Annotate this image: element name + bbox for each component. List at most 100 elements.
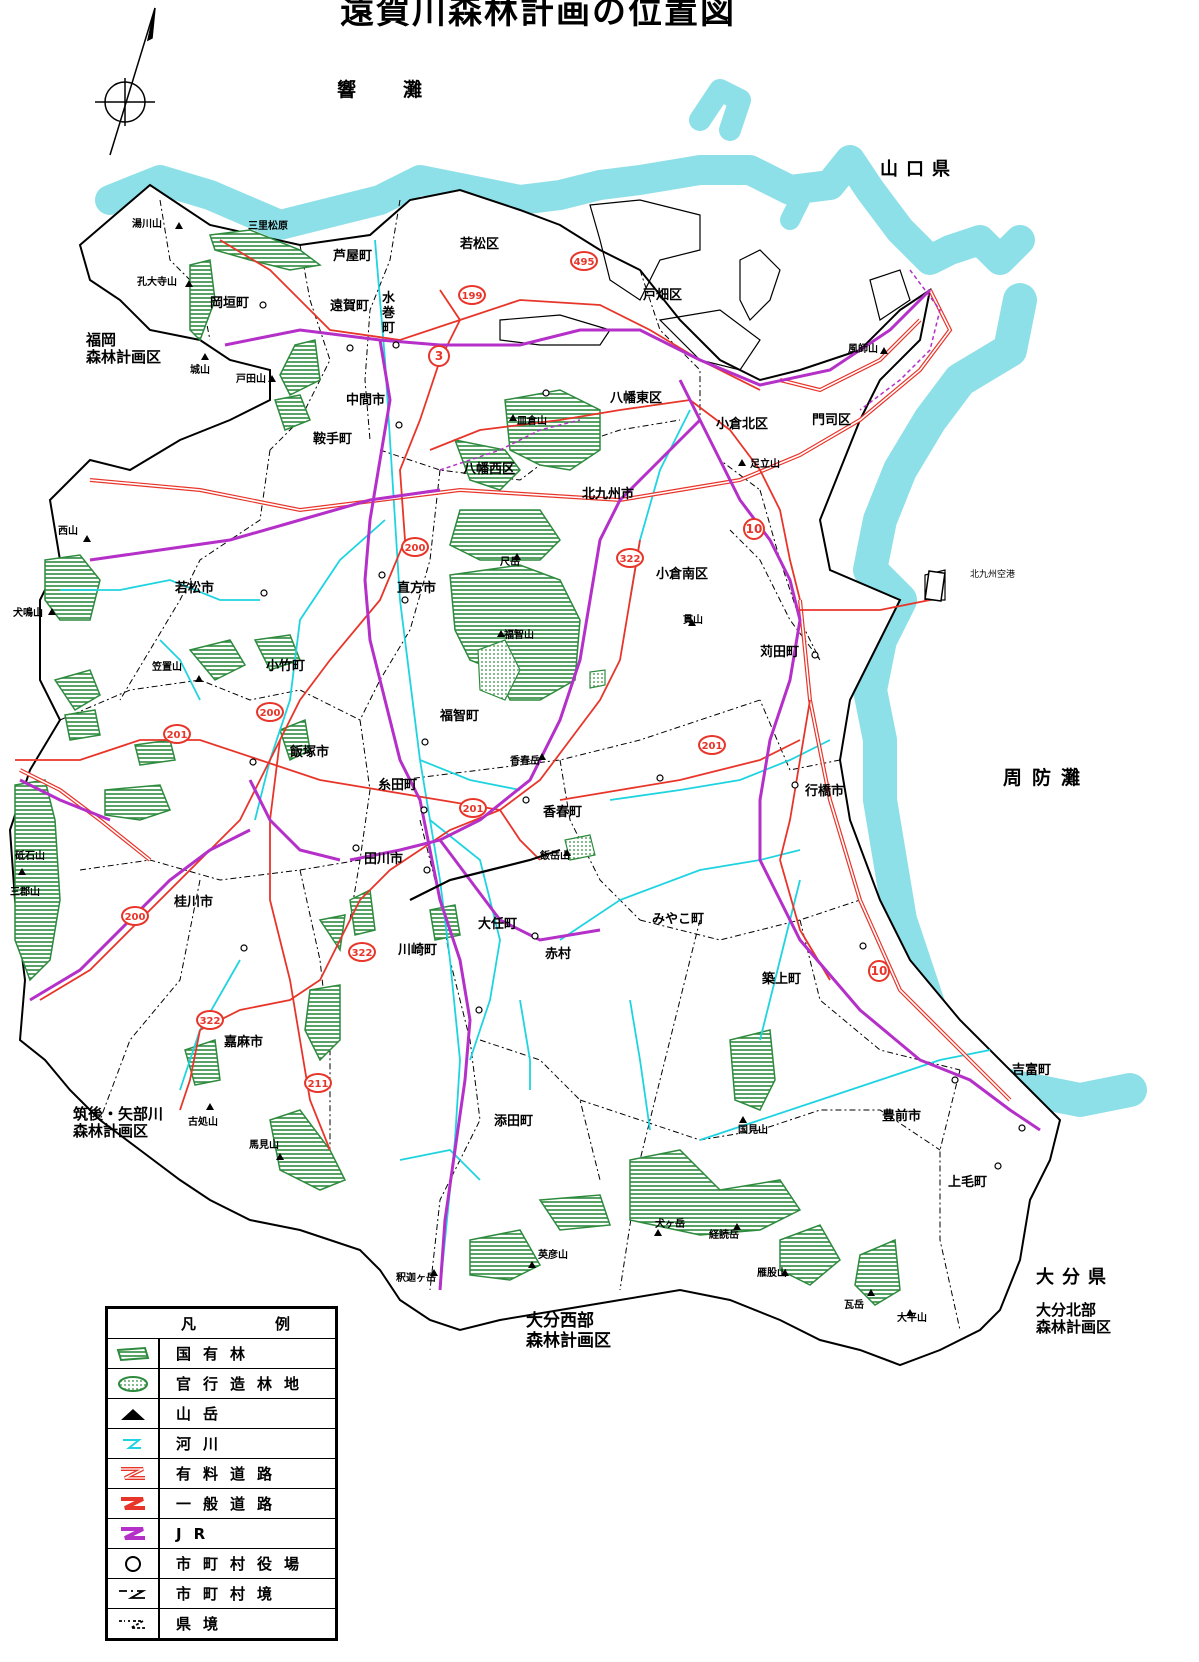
area-label-fukuoka: 福岡 森林計画区 <box>86 331 161 367</box>
route-shield: 201 <box>459 798 487 818</box>
municipality-label: 糸田町 <box>378 778 418 793</box>
route-shield: 211 <box>304 1073 332 1093</box>
mountain-label: 馬見山 <box>249 1140 279 1151</box>
municipality-label: 若松区 <box>460 237 500 252</box>
area-label-chikugo: 筑後・矢部川 森林計画区 <box>73 1105 163 1141</box>
mountain-icon <box>108 1399 160 1428</box>
municipal-border-icon <box>108 1579 160 1608</box>
municipality-label: 桂川市 <box>174 895 214 910</box>
government-forest-icon <box>108 1369 160 1398</box>
municipality-label: 小竹町 <box>266 659 306 674</box>
municipality-label: 福智町 <box>440 709 480 724</box>
area-line: 福岡 <box>86 331 117 349</box>
legend-label: 一般道路 <box>176 1495 285 1513</box>
mountain-label: 砥石山 <box>15 851 45 862</box>
municipality-label: 豊前市 <box>882 1109 922 1124</box>
national-forest-icon <box>108 1339 160 1368</box>
map-legend: 凡 例 国有林 官行造林地 山岳 河川 有料道路 一般道路 JR 市町村役場 市… <box>105 1306 338 1641</box>
national-forests <box>14 229 901 1306</box>
expressway-icon <box>108 1459 160 1488</box>
mountain-label: 笠置山 <box>152 662 182 673</box>
mountain-label: 足立山 <box>750 459 780 470</box>
legend-header: 凡 例 <box>108 1309 335 1338</box>
prefecture-border-icon <box>108 1609 160 1638</box>
route-shield: 322 <box>348 942 376 962</box>
mountain-label: 犬鳴山 <box>13 608 43 619</box>
municipality-label: 八幡東区 <box>610 391 663 406</box>
mountain-label: 古処山 <box>188 1117 218 1128</box>
mountain-label: 香春岳 <box>510 756 540 767</box>
legend-label: 有料道路 <box>176 1465 285 1483</box>
legend-row: 河川 <box>108 1428 335 1458</box>
route-shield: 10 <box>868 960 890 982</box>
municipality-label: 小倉南区 <box>656 567 709 582</box>
private-railway <box>409 848 561 901</box>
route-shield: 10 <box>743 518 765 540</box>
route-shield: 322 <box>196 1010 224 1030</box>
mountain-label: 英彦山 <box>538 1250 568 1261</box>
general-road-icon <box>108 1489 160 1518</box>
municipality-label: 苅田町 <box>760 645 800 660</box>
legend-row: 国有林 <box>108 1338 335 1368</box>
mountain-label: 福智山 <box>504 630 534 641</box>
municipality-label: 添田町 <box>494 1114 534 1129</box>
legend-label: 国有林 <box>176 1345 258 1363</box>
legend-label: 山岳 <box>176 1405 231 1423</box>
mountain-markers <box>18 222 914 1316</box>
sea-label-suo: 周防灘 <box>1003 767 1091 789</box>
mountain-label: 尺岳 <box>500 557 520 568</box>
route-shield: 322 <box>616 548 644 568</box>
municipality-label: 築上町 <box>762 972 802 987</box>
municipality-label: 川崎町 <box>398 943 438 958</box>
municipality-label: 岡垣町 <box>210 296 250 311</box>
legend-label: 市町村役場 <box>176 1555 312 1573</box>
legend-row: JR <box>108 1518 335 1548</box>
legend-row: 市町村境 <box>108 1578 335 1608</box>
mountain-label: 貫山 <box>683 615 703 626</box>
mountain-label: 釈迦ヶ岳 <box>396 1273 436 1284</box>
area-line: 森林計画区 <box>1036 1318 1112 1337</box>
legend-label: 官行造林地 <box>176 1375 312 1393</box>
municipality-label: 門司区 <box>812 413 852 428</box>
municipality-label: 行橋市 <box>805 784 845 799</box>
municipality-label: 水巻町 <box>382 291 396 336</box>
mountain-label: 経読岳 <box>709 1230 739 1241</box>
area-line: 森林計画区 <box>526 1330 611 1351</box>
municipality-label: 嘉麻市 <box>224 1035 264 1050</box>
legend-row: 官行造林地 <box>108 1368 335 1398</box>
area-line: 大分北部 <box>1036 1301 1097 1319</box>
place-label-sanri: 三里松原 <box>248 221 288 232</box>
route-shield: 495 <box>570 251 598 271</box>
airport-marker <box>924 570 946 602</box>
municipality-label: 吉富町 <box>1012 1063 1052 1078</box>
mountain-label: 戸田山 <box>236 374 266 385</box>
rivers <box>60 239 991 1291</box>
legend-row: 一般道路 <box>108 1488 335 1518</box>
legend-row: 県境 <box>108 1608 335 1638</box>
prefecture-label-yamaguchi: 山口県 <box>880 159 958 180</box>
route-shield: 3 <box>428 345 450 367</box>
area-label-oita-north: 大分北部 森林計画区 <box>1036 1301 1112 1337</box>
municipality-label: 香春町 <box>543 805 583 820</box>
route-shield: 200 <box>121 906 149 926</box>
municipality-label: 小倉北区 <box>716 417 769 432</box>
prefecture-outline <box>8 183 1062 1367</box>
mountain-label: 湯川山 <box>132 219 162 230</box>
legend-row: 山岳 <box>108 1398 335 1428</box>
municipality-label: 鞍手町 <box>313 432 353 447</box>
municipality-label: 芦屋町 <box>333 249 373 264</box>
municipality-label: 上毛町 <box>948 1175 988 1190</box>
jr-lines <box>19 288 1041 1291</box>
route-shield: 201 <box>163 724 191 744</box>
mountain-label: 国見山 <box>738 1125 768 1136</box>
legend-label: JR <box>176 1524 218 1543</box>
river-icon <box>108 1429 160 1458</box>
mountain-label: 孔大寺山 <box>137 277 177 288</box>
mountain-label: 三郡山 <box>10 887 40 898</box>
municipality-label: 八幡西区 <box>463 462 516 477</box>
legend-label: 河川 <box>176 1435 231 1453</box>
mountain-label: 大平山 <box>897 1313 927 1324</box>
municipality-label: 戸畑区 <box>643 288 683 303</box>
municipality-label: 中間市 <box>346 393 386 408</box>
